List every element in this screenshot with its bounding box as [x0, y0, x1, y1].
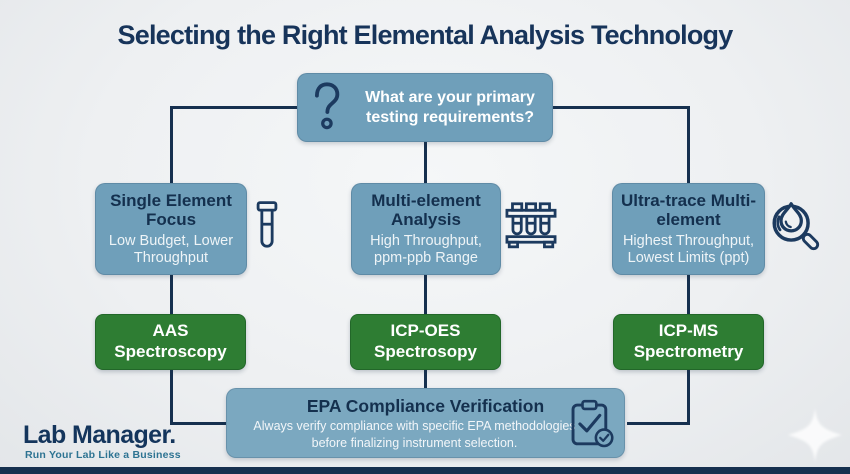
connector-right-to-result: [687, 274, 690, 315]
connector-aas-to-epa: [170, 422, 228, 425]
branch-subtitle: Low Budget, Lower Throughput: [108, 232, 234, 267]
result-node-icp-ms: ICP-MS Spectrometry: [613, 314, 764, 370]
test-tube-icon: [256, 201, 278, 248]
connector-mid-to-result: [424, 274, 427, 315]
branch-node-single-element: Single Element Focus Low Budget, Lower T…: [95, 183, 247, 275]
connector-ms-to-epa: [627, 422, 690, 425]
logo-tagline: Run Your Lab Like a Business: [25, 449, 181, 461]
branch-title: Single Element Focus: [110, 190, 232, 230]
connector-right-down: [687, 106, 690, 184]
lab-manager-logo: Lab Manager.: [23, 421, 176, 449]
footer-bar: [0, 467, 850, 474]
clipboard-check-icon: [571, 399, 614, 448]
result-node-icp-oes: ICP-OES Spectrosopy: [350, 314, 501, 370]
connector-root-right: [553, 106, 689, 109]
branch-subtitle: Highest Throughput, Lowest Limits (ppt): [622, 232, 755, 267]
sparkle-icon: [788, 408, 842, 462]
branch-node-ultra-trace: Ultra-trace Multi-element Highest Throug…: [612, 183, 765, 275]
decision-root-node: What are your primary testing requiremen…: [297, 73, 553, 142]
question-mark-icon: [315, 82, 340, 130]
magnifier-droplet-icon: [772, 202, 820, 251]
connector-mid-down: [424, 141, 427, 184]
result-node-aas: AAS Spectroscopy: [95, 314, 246, 370]
branch-title: Multi-element Analysis: [371, 190, 481, 230]
epa-compliance-node: EPA Compliance Verification Always verif…: [226, 388, 625, 458]
connector-aas-down: [170, 369, 173, 425]
epa-title: EPA Compliance Verification: [306, 396, 545, 416]
connector-oes-to-epa: [424, 369, 427, 390]
connector-left-down: [170, 106, 173, 184]
connector-root-left: [170, 106, 297, 109]
root-question-text: What are your primary testing requiremen…: [365, 88, 535, 126]
connector-left-to-result: [170, 274, 173, 315]
result-label: ICP-MS Spectrometry: [633, 321, 744, 361]
epa-subtitle: Always verify compliance with specific E…: [253, 419, 576, 450]
branch-node-multi-element: Multi-element Analysis High Throughput, …: [351, 183, 501, 275]
branch-title: Ultra-trace Multi-element: [620, 190, 757, 230]
test-tube-rack-icon: [505, 202, 557, 249]
page-title: Selecting the Right Elemental Analysis T…: [117, 20, 734, 50]
connector-ms-down: [687, 369, 690, 425]
branch-subtitle: High Throughput, ppm-ppb Range: [370, 232, 482, 267]
result-label: ICP-OES Spectrosopy: [374, 321, 477, 361]
result-label: AAS Spectroscopy: [114, 321, 227, 361]
